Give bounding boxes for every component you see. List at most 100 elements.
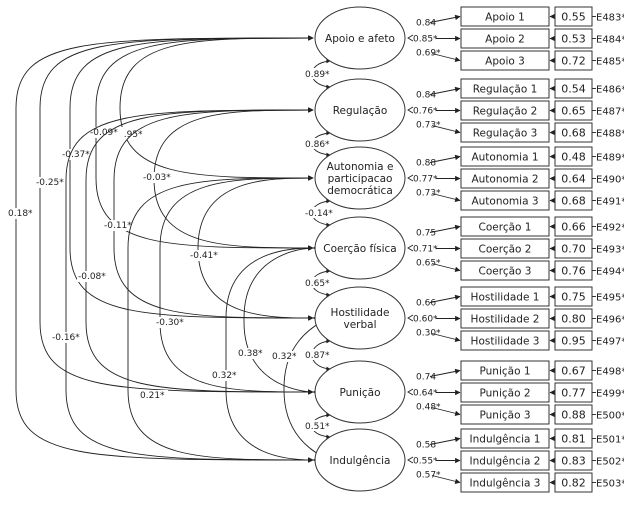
residual-value: 0.70 bbox=[561, 243, 586, 256]
indicator-box bbox=[460, 404, 550, 425]
latent-label: participacao bbox=[328, 173, 393, 185]
correlation-value: -0.03* bbox=[143, 173, 171, 183]
loading-arrow bbox=[431, 263, 461, 272]
indicator-label: Hostilidade 1 bbox=[471, 292, 540, 304]
label-bg bbox=[303, 349, 327, 360]
residual-value: 0.76 bbox=[561, 265, 586, 278]
indicator-box bbox=[460, 168, 550, 189]
long-correlation: -0.09* bbox=[89, 35, 314, 251]
fan-icon bbox=[407, 174, 414, 182]
loading-arrow bbox=[431, 193, 461, 202]
loading-arrow bbox=[431, 53, 461, 62]
indicator-box bbox=[460, 260, 550, 281]
fan-icon bbox=[407, 244, 414, 252]
label-bg bbox=[103, 220, 138, 231]
label-bg bbox=[7, 208, 36, 219]
error-label: E492* bbox=[596, 223, 624, 234]
loading-value: 0.88 bbox=[416, 159, 436, 169]
indicator-label: Regulação 2 bbox=[473, 106, 538, 118]
label-bg bbox=[303, 138, 327, 149]
loading-value: 0.75 bbox=[416, 229, 436, 239]
label-bg bbox=[303, 420, 327, 431]
indicator-box bbox=[460, 6, 550, 27]
residual-value: 0.83 bbox=[561, 455, 586, 468]
loading-value: 0.73* bbox=[416, 189, 441, 199]
residual-value: 0.75 bbox=[561, 291, 586, 304]
loading-value: 0.69* bbox=[416, 49, 441, 59]
correlation-curve bbox=[159, 175, 314, 395]
residual-value: 0.80 bbox=[561, 313, 586, 326]
indicator-box bbox=[460, 100, 550, 121]
correlation-value: -0.16* bbox=[52, 333, 80, 343]
correlation-value: 0.86* bbox=[305, 140, 330, 150]
adjacent-correlation: -0.14* bbox=[303, 199, 333, 227]
correlation-value: -0.08* bbox=[78, 272, 106, 282]
error-label: E501* bbox=[596, 435, 624, 446]
indicator-label: Apoio 2 bbox=[485, 34, 525, 46]
correlation-curve bbox=[119, 35, 314, 181]
correlation-value: 0.95* bbox=[118, 130, 143, 140]
correlation-value: -0.25* bbox=[36, 178, 64, 188]
indicator-label: Regulação 3 bbox=[473, 128, 538, 140]
correlation-value: 0.89* bbox=[305, 70, 330, 80]
error-label: E488* bbox=[596, 129, 624, 140]
long-correlation: -0.25* bbox=[35, 35, 314, 395]
residual-value: 0.81 bbox=[561, 433, 586, 446]
adjacent-correlation: 0.65* bbox=[303, 269, 331, 297]
indicator-box bbox=[460, 50, 550, 71]
latent-ellipse bbox=[314, 146, 406, 210]
loading-arrow bbox=[429, 14, 461, 23]
residual-value: 0.54 bbox=[561, 83, 586, 96]
long-correlation: -0.16* bbox=[51, 107, 314, 463]
label-bg bbox=[271, 351, 300, 362]
error-label: E503* bbox=[596, 479, 624, 490]
correlation-value: 0.32* bbox=[212, 371, 237, 381]
indicator-box bbox=[460, 360, 550, 381]
indicator-box bbox=[460, 78, 550, 99]
indicator-label: Autonomia 3 bbox=[471, 196, 538, 208]
residual-value: 0.48 bbox=[561, 151, 586, 164]
error-label: E496* bbox=[596, 315, 624, 326]
error-label: E485* bbox=[596, 57, 624, 68]
indicator-label: Indulgência 3 bbox=[470, 478, 541, 490]
error-label: E484* bbox=[596, 35, 624, 46]
latent-ellipse bbox=[314, 428, 406, 492]
indicator-label: Coerção 3 bbox=[479, 266, 532, 278]
error-label: E495* bbox=[596, 293, 624, 304]
latent-label: democrática bbox=[327, 185, 393, 197]
residual-value: 0.55 bbox=[561, 11, 586, 24]
indicator-label: Autonomia 1 bbox=[471, 152, 538, 164]
residual-value: 0.64 bbox=[561, 173, 586, 186]
correlation-value: -0.11* bbox=[104, 221, 132, 231]
latent-ellipse bbox=[314, 286, 406, 350]
latent-ellipse bbox=[314, 360, 406, 424]
loading-arrow bbox=[431, 333, 461, 342]
label-bg bbox=[303, 207, 327, 218]
error-label: E490* bbox=[596, 175, 624, 186]
correlation-curve bbox=[197, 175, 314, 321]
error-label: E493* bbox=[596, 245, 624, 256]
long-correlation: -0.30* bbox=[155, 175, 314, 395]
label-bg bbox=[303, 277, 327, 288]
residual-value: 0.65 bbox=[561, 105, 586, 118]
fan-icon bbox=[407, 388, 414, 396]
long-correlation: -0.37* bbox=[61, 35, 314, 321]
indicator-label: Coerção 1 bbox=[479, 222, 532, 234]
latent-label: Indulgência bbox=[330, 455, 391, 467]
label-bg bbox=[89, 127, 124, 138]
indicator-box bbox=[460, 450, 550, 471]
correlation-value: -0.09* bbox=[90, 128, 118, 138]
